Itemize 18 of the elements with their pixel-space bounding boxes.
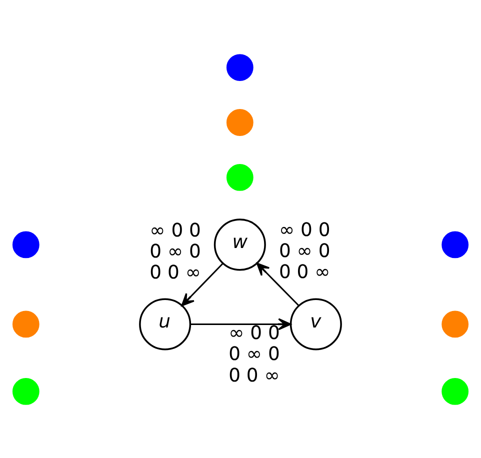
arrow [181,262,224,306]
node-circle [442,230,469,258]
edge-label: ∞ 0 0 0 ∞ 0 0 0 ∞ [228,322,280,386]
edge-label: ∞ 0 0 0 ∞ 0 0 0 ∞ [150,220,201,284]
node-circle [442,310,469,338]
node-circle [226,108,254,136]
node-circle [442,378,469,404]
node-circle [12,310,40,338]
node-circle: v [290,298,342,350]
node-circle [226,54,254,80]
edge-label: ∞ 0 0 0 ∞ 0 0 0 ∞ [278,220,330,283]
node-circle: u [139,298,192,350]
node-circle [12,230,40,258]
node-circle: w [214,218,266,270]
node-circle [226,164,254,190]
node-circle [12,378,40,404]
arrow [190,318,292,330]
arrow [256,262,300,306]
